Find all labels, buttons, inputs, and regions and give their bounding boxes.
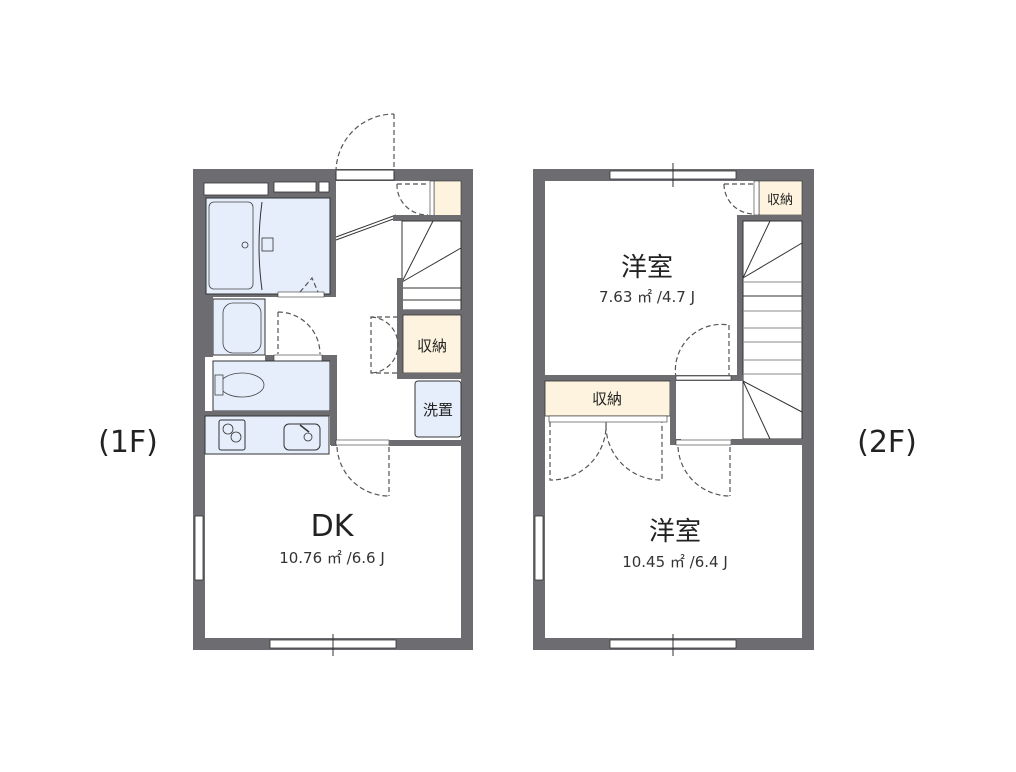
room-area-western-1: 7.63 ㎡ /4.7 J <box>599 288 695 306</box>
storage-small-2f <box>758 180 803 216</box>
washer-space <box>414 380 462 438</box>
storage-label: 収納 <box>417 337 447 355</box>
room-area-dk: 10.76 ㎡ /6.6 J <box>279 549 385 567</box>
ventilation-icon <box>273 181 317 193</box>
stove-icon <box>218 419 246 451</box>
svg-text:洗置: 洗置 <box>423 401 453 419</box>
sink-icon <box>283 423 321 451</box>
stairs-2f <box>742 220 803 440</box>
toilet-icon <box>219 372 265 398</box>
storage-1f <box>402 314 462 374</box>
floor-label-2f: (2F) <box>857 425 917 460</box>
window-west-1f <box>194 515 204 581</box>
room-name-dk: DK <box>311 509 355 544</box>
entrance-door-swing-icon <box>335 113 395 173</box>
washbasin-icon <box>222 302 262 354</box>
window-west-2f <box>534 515 544 581</box>
floor-1f: 収納 洗置 DK 10.76 ㎡ /6.6 J <box>193 113 473 656</box>
svg-text:収納: 収納 <box>592 390 622 408</box>
floor-label-1f: (1F) <box>98 425 158 460</box>
bathtub-icon <box>208 201 254 290</box>
room-area-western-2: 10.45 ㎡ /6.4 J <box>622 553 728 571</box>
room-name-western-2: 洋室 <box>649 517 701 547</box>
svg-text:収納: 収納 <box>767 193 793 208</box>
room-name-western-1: 洋室 <box>621 253 673 283</box>
floor-2f: 収納 収納 <box>533 163 814 656</box>
